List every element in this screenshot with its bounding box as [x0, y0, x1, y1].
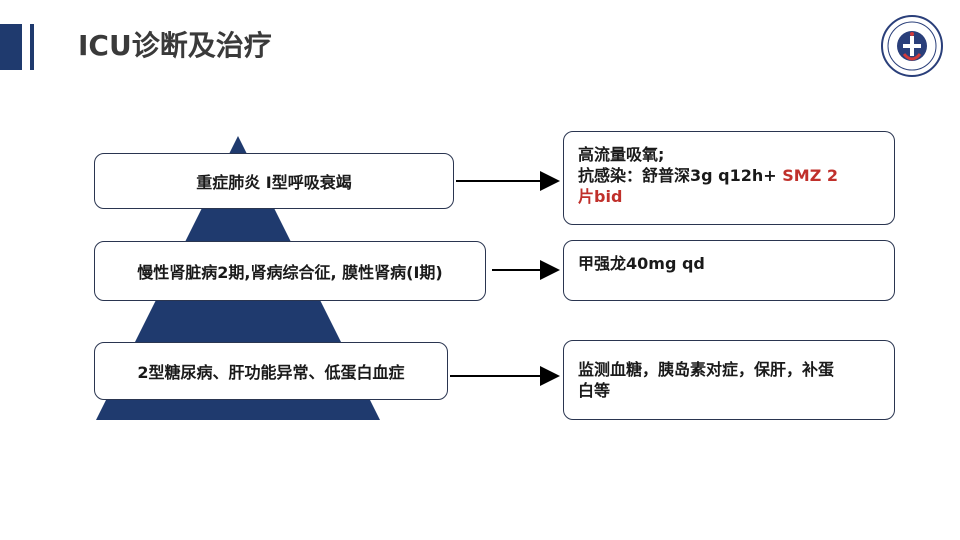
hospital-seal-icon [881, 15, 943, 77]
diagnosis-label-3: 2型糖尿病、肝功能异常、低蛋白血症 [137, 363, 405, 382]
treatment-box-2: 甲强龙40mg qd [563, 240, 895, 301]
diagnosis-box-2: 慢性肾脏病2期,肾病综合征, 膜性肾病(I期) [94, 241, 486, 301]
treatment-3-line-1: 监测血糖，胰岛素对症，保肝，补蛋 [578, 360, 835, 379]
diagnosis-label-1: 重症肺炎 I型呼吸衰竭 [196, 173, 352, 192]
diagnosis-box-1: 重症肺炎 I型呼吸衰竭 [94, 153, 454, 209]
diagnosis-label-2: 慢性肾脏病2期,肾病综合征, 膜性肾病(I期) [137, 263, 443, 282]
treatment-box-3: 监测血糖，胰岛素对症，保肝，补蛋 白等 [563, 340, 895, 420]
treatment-1-line-2-text: 抗感染：舒普深3g q12h+ [578, 166, 783, 185]
header-accent-line [30, 24, 34, 70]
diagnosis-box-3: 2型糖尿病、肝功能异常、低蛋白血症 [94, 342, 448, 400]
treatment-box-1: 高流量吸氧; 抗感染：舒普深3g q12h+ SMZ 2 片bid [563, 131, 895, 225]
page-title: ICU诊断及治疗 [78, 29, 272, 62]
treatment-1-line-1: 高流量吸氧; [578, 145, 665, 164]
treatment-3-line-2: 白等 [578, 381, 611, 400]
treatment-1-line-3: 片bid [578, 187, 623, 206]
treatment-1-line-2: 抗感染：舒普深3g q12h+ SMZ 2 [578, 165, 882, 186]
treatment-2-text: 甲强龙40mg qd [578, 254, 705, 273]
treatment-1-line-2-highlight: SMZ 2 [782, 166, 838, 185]
header-accent-bar [0, 24, 22, 70]
